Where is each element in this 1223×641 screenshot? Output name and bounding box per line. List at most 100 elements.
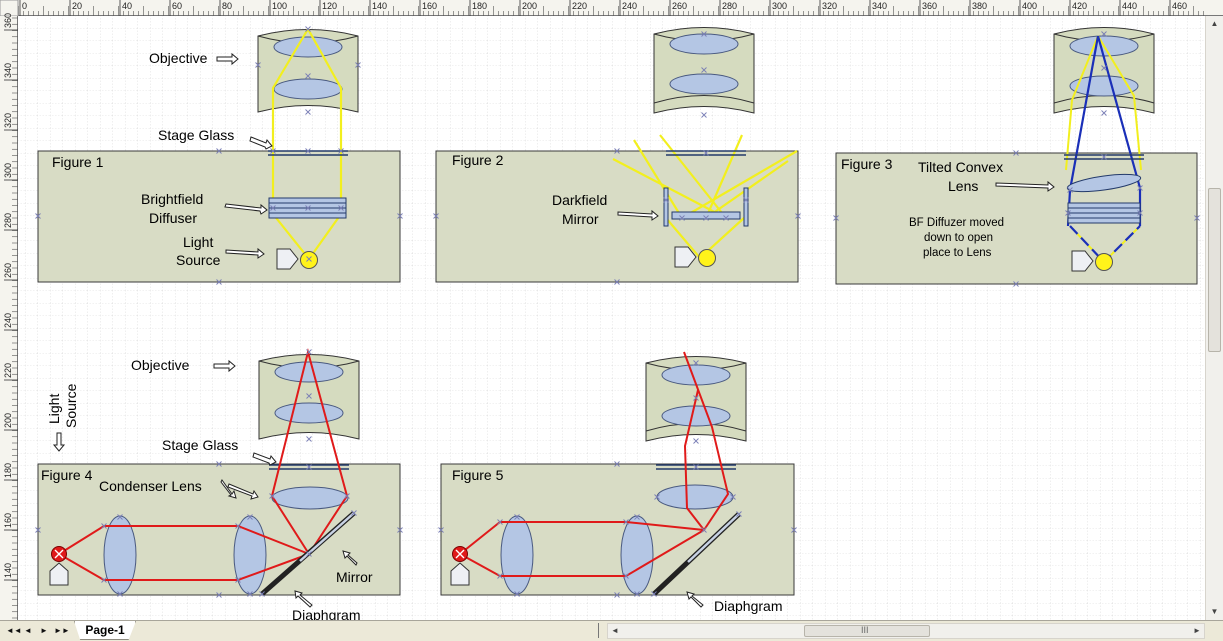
drawing-canvas[interactable]: Figure 1 [18,16,1205,620]
connection-point-marker [743,197,749,203]
connection-point-marker [270,148,276,154]
connection-point-marker [1013,281,1019,287]
connection-point-marker [306,349,312,355]
tab-splitter[interactable] [598,623,603,638]
connection-point-marker [497,573,503,579]
stage-glass-4[interactable] [269,464,349,470]
label-darkfield-a: Darkfield [552,192,607,208]
stage-glass-3[interactable] [1064,154,1144,160]
ruler-label: 140 [372,1,387,11]
connection-point-marker [235,577,241,583]
red-rays-5 [459,351,730,577]
connection-point-marker [1013,150,1019,156]
label-tilted-b: Lens [948,178,978,194]
connection-point-marker [305,148,311,154]
connection-point-marker [305,26,311,32]
connection-point-marker [351,510,357,516]
last-page-button[interactable]: ►► [54,626,70,635]
ruler-label: 280 [722,1,737,11]
ruler-label: 400 [1022,1,1037,11]
scroll-down-icon[interactable]: ▼ [1210,607,1219,616]
note-3b: down to open [924,232,993,244]
red-light-source-4[interactable] [49,546,69,586]
horizontal-scroll-thumb[interactable]: III [804,625,930,637]
connection-point-marker [247,514,253,520]
label-objective-4: Objective [131,357,190,373]
connection-point-marker [703,150,709,156]
connection-point-marker [1101,154,1107,160]
connection-point-marker [514,514,520,520]
connection-point-marker [693,395,699,401]
connection-point-marker [306,393,312,399]
next-page-button[interactable]: ► [40,626,48,635]
connection-point-marker [306,256,312,262]
light-source-2[interactable] [674,246,716,268]
side-lenses-5[interactable] [500,515,654,595]
diaphragm-5[interactable] [652,512,741,596]
light-source-3[interactable] [1071,250,1113,272]
scroll-left-icon[interactable]: ◄ [611,626,619,635]
connection-point-marker [438,527,444,533]
connection-point-marker [736,511,742,517]
ruler-label: 220 [3,363,13,378]
tilted-convex-lens-3[interactable] [1066,171,1142,195]
objective-4[interactable] [258,354,360,440]
connection-point-marker [35,213,41,219]
side-lenses-4[interactable] [103,515,267,595]
connection-point-marker [1065,210,1071,216]
ruler-label: 300 [3,163,13,178]
vertical-scrollbar[interactable]: ▲ ▼ [1205,16,1223,620]
callout-arrows [52,52,1055,608]
connection-point-marker [497,519,503,525]
ruler-label: 200 [522,1,537,11]
darkfield-mirror-2[interactable] [663,187,749,227]
ruler-label: 0 [22,1,27,11]
figure-3-box[interactable] [835,152,1198,285]
connection-point-marker [634,514,640,520]
connection-point-marker [355,62,361,68]
figure-3-title: Figure 3 [841,156,893,172]
page-tab[interactable]: Page-1 [74,621,136,640]
ruler-label: 180 [472,1,487,11]
light-source-1[interactable] [276,248,318,270]
first-page-button[interactable]: ◄◄ [6,626,22,635]
connection-point-marker [614,148,620,154]
ruler-label: 360 [922,1,937,11]
label-light-1a: Light [183,234,213,250]
label-condenser-4: Condenser Lens [99,478,202,494]
figure-5-title: Figure 5 [452,467,504,483]
figure-5-box[interactable] [440,463,795,596]
connection-point-marker [216,279,222,285]
connection-point-marker [693,464,699,470]
objective-1[interactable] [257,29,359,113]
connection-point-marker [306,551,312,557]
ruler-label: 420 [1072,1,1087,11]
stage-glass-2[interactable] [666,150,746,156]
vertical-scroll-thumb[interactable] [1208,188,1221,352]
red-light-source-5[interactable] [450,546,470,586]
connection-point-marker [216,148,222,154]
label-diaphragm-5: Diaphgram [714,598,782,614]
connection-point-marker [397,213,403,219]
label-diffuser-1b: Diffuser [149,210,197,226]
label-diffuser-1a: Brightfield [141,191,203,207]
objective-3[interactable] [1053,27,1155,114]
connection-markers [35,26,1200,598]
ruler-label: 260 [3,263,13,278]
ruler-label: 80 [222,1,232,11]
connection-point-marker [651,591,657,597]
connection-point-marker [795,213,801,219]
connection-point-marker [101,523,107,529]
connection-point-marker [693,438,699,444]
scroll-up-icon[interactable]: ▲ [1210,19,1219,28]
horizontal-scrollbar[interactable]: ◄ III ► [607,623,1205,639]
ruler-label: 20 [72,1,82,11]
condenser-lens-4[interactable] [271,486,349,510]
bf-diffuser-3[interactable] [1067,202,1141,224]
previous-page-button[interactable]: ◄ [24,626,32,635]
scroll-right-icon[interactable]: ► [1193,626,1201,635]
svg-text:Light: Light [46,394,62,424]
figure-4-title: Figure 4 [41,467,93,483]
figure-2-title: Figure 2 [452,152,504,168]
